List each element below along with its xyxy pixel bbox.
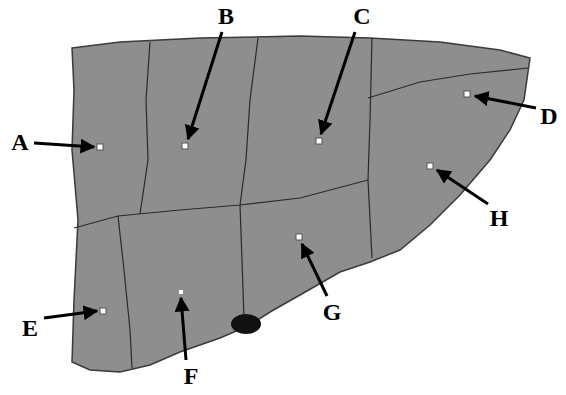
segment-boundaries [74, 38, 528, 368]
callout-letter: D [540, 104, 557, 128]
callout-letter: H [490, 206, 509, 230]
leader-arrows [34, 32, 536, 360]
gallbladder [231, 314, 261, 334]
sample-markers [97, 91, 470, 314]
callout-letter: E [22, 316, 38, 340]
callout-letter: B [218, 4, 234, 28]
callout-letter: A [11, 130, 28, 154]
callout-letter: G [323, 300, 342, 324]
callout-letter: F [184, 364, 199, 388]
liver-outline [72, 36, 530, 372]
callout-letter: C [353, 4, 370, 28]
